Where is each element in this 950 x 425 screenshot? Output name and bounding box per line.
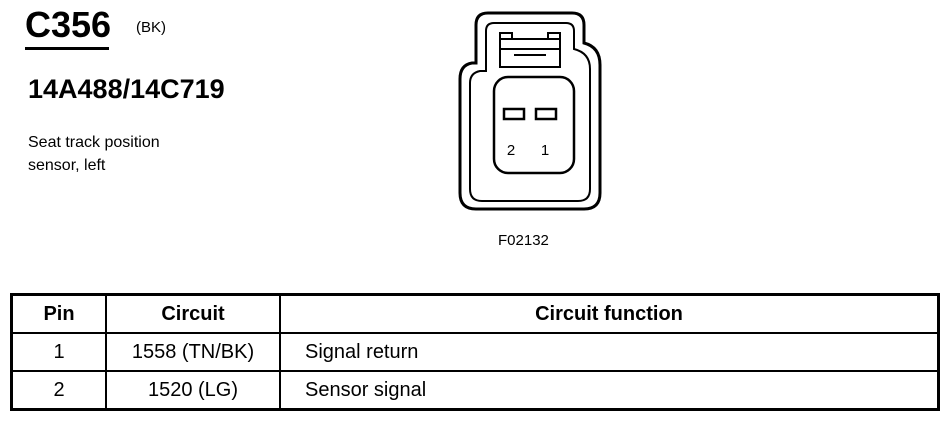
cell-function: Signal return (279, 332, 940, 372)
connector-housing-inner (469, 22, 591, 202)
cell-function: Sensor signal (279, 370, 940, 411)
part-number: 14A488/14C719 (28, 74, 225, 104)
pin-label-1: 1 (541, 142, 549, 159)
header-circuit: Circuit (105, 293, 281, 334)
pin-table: Pin Circuit Circuit function 1 1558 (TN/… (10, 293, 940, 411)
description-line: Seat track position (28, 134, 160, 151)
cell-circuit: 1520 (LG) (105, 370, 281, 411)
table-header-row: Pin Circuit Circuit function (10, 293, 940, 334)
locking-tab-arms (499, 32, 561, 39)
header-function: Circuit function (279, 293, 940, 334)
pin-label-2: 2 (507, 142, 515, 159)
terminal-block (492, 75, 576, 175)
pin-cavity-1 (534, 107, 558, 121)
connector-housing-outer (458, 11, 602, 211)
connector-id-underline (25, 47, 109, 50)
table-row: 2 1520 (LG) Sensor signal (10, 370, 940, 411)
header-pin: Pin (10, 293, 107, 334)
locking-tab (499, 38, 561, 68)
connector-color: (BK) (136, 19, 166, 36)
cell-circuit: 1558 (TN/BK) (105, 332, 281, 372)
cell-pin: 2 (10, 370, 107, 411)
cell-pin: 1 (10, 332, 107, 372)
figure-id: F02132 (498, 232, 549, 249)
connector-description: Seat track position sensor, left (28, 131, 228, 177)
connector-face-diagram: 2 1 (458, 11, 602, 211)
connector-id: C356 (25, 4, 112, 45)
table-row: 1 1558 (TN/BK) Signal return (10, 332, 940, 372)
description-line: sensor, left (28, 157, 106, 174)
pin-cavity-2 (502, 107, 526, 121)
